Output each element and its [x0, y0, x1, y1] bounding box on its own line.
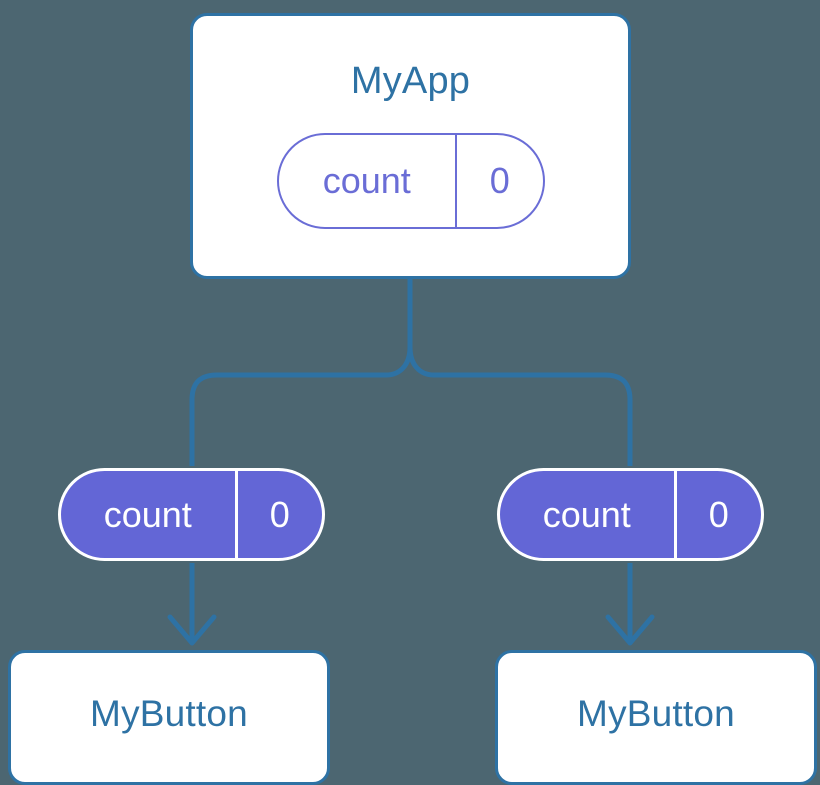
branch-right-line [407, 346, 633, 466]
prop-pill-right[interactable]: count 0 [497, 468, 764, 561]
prop-pill-left-value: 0 [234, 471, 322, 558]
prop-pill-right-key: count [542, 493, 631, 535]
state-pill-value: 0 [454, 135, 543, 227]
component-title-myapp: MyApp [350, 60, 471, 102]
state-pill-key: count [322, 160, 411, 201]
component-card-mybutton-right[interactable]: MyButton [495, 650, 817, 785]
arrow-left-head [167, 614, 217, 646]
component-title-mybutton-left: MyButton [90, 693, 248, 734]
prop-pill-right-value: 0 [673, 471, 761, 558]
prop-pill-left-key: count [103, 493, 192, 535]
component-title-mybutton-right: MyButton [577, 693, 735, 734]
prop-pill-left[interactable]: count 0 [58, 468, 325, 561]
branch-left-line [189, 346, 413, 466]
arrow-right-head [605, 614, 655, 646]
component-card-mybutton-left[interactable]: MyButton [8, 650, 330, 785]
state-pill-myapp[interactable]: count 0 [277, 133, 545, 229]
